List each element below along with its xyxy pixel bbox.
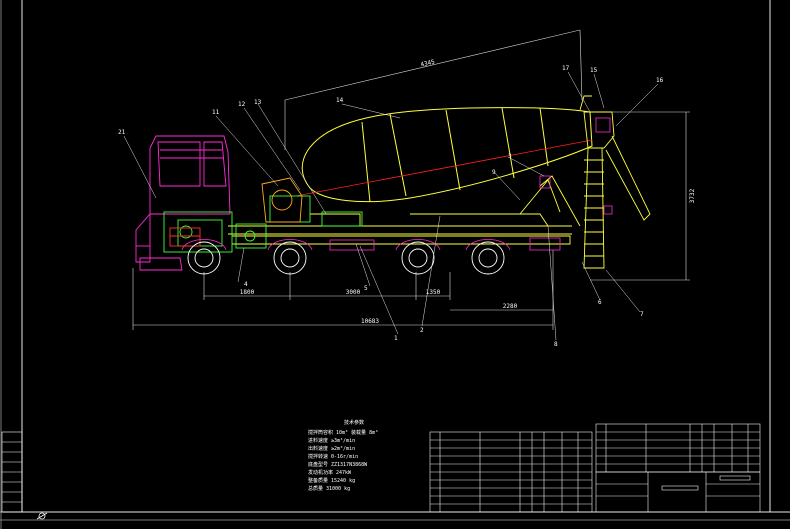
callout-12: 12 <box>238 101 246 108</box>
callout-6: 6 <box>598 299 602 306</box>
callout-2: 2 <box>420 327 424 334</box>
callout-21: 21 <box>118 129 126 136</box>
wheel-arches <box>181 237 561 251</box>
drum-front-support <box>261 177 303 223</box>
callout-4: 4 <box>244 281 248 288</box>
rear-hopper <box>519 95 651 269</box>
engine-red <box>169 227 201 247</box>
dim-drum-length: 4345 <box>420 58 436 68</box>
dim-wheelbase-front: 1800 <box>240 289 255 296</box>
dim-overall-height: 3732 <box>689 188 696 203</box>
note-line-2: 进料速度 ≥3m³/min <box>308 437 355 444</box>
drawing-frame <box>0 0 790 513</box>
wheels <box>187 241 505 275</box>
callout-13: 13 <box>254 99 262 106</box>
callout-17: 17 <box>562 65 570 72</box>
title-block <box>595 471 761 513</box>
parts-list-table-right <box>595 423 761 473</box>
leader-lines <box>123 71 659 341</box>
note-line-1: 搅拌筒容积 10m³ 装载量 8m³ <box>308 429 378 436</box>
callout-3: 3 <box>508 153 512 160</box>
parts-list-table <box>429 431 593 513</box>
note-line-6: 发动机功率 247kW <box>308 469 352 476</box>
note-line-4: 搅拌转速 0-16r/min <box>308 453 358 460</box>
callout-5: 5 <box>364 285 368 292</box>
callouts: 21 11 12 13 14 17 15 16 3 9 4 5 2 1 8 6 … <box>118 65 664 348</box>
note-line-8: 总质量 31000 kg <box>308 485 350 492</box>
callout-9: 9 <box>492 169 496 176</box>
dim-rear-overhang: 2280 <box>503 303 518 310</box>
callout-8: 8 <box>554 341 558 348</box>
drum-axis <box>295 139 593 197</box>
dimension-lines <box>132 29 690 330</box>
callout-7: 7 <box>640 311 644 318</box>
binding-strip <box>1 431 23 513</box>
callout-11: 11 <box>212 109 220 116</box>
dim-wheelbase-rear: 1350 <box>426 289 441 296</box>
truck-cab <box>135 135 231 271</box>
dim-overall-length: 10683 <box>361 318 379 325</box>
note-line-7: 整备质量 15240 kg <box>308 477 355 484</box>
mixer-drum <box>301 107 593 203</box>
dim-wheelbase-mid: 3000 <box>346 289 361 296</box>
chassis-frame <box>228 213 572 245</box>
hopper-details <box>539 117 613 215</box>
note-line-5: 底盘型号 ZZ1317N3868W <box>308 461 368 468</box>
note-line-3: 出料速度 ≥2m³/min <box>308 445 355 452</box>
technical-notes: 技术参数 搅拌筒容积 10m³ 装载量 8m³ 进料速度 ≥3m³/min 出料… <box>308 419 378 492</box>
callout-14: 14 <box>336 97 344 104</box>
callout-16: 16 <box>656 77 664 84</box>
callout-1: 1 <box>394 335 398 342</box>
callout-15: 15 <box>590 67 598 74</box>
dimension-texts: 10683 1800 3000 1350 2280 4345 3732 <box>240 58 696 325</box>
notes-title: 技术参数 <box>344 419 364 426</box>
title-block-icon <box>36 512 48 520</box>
